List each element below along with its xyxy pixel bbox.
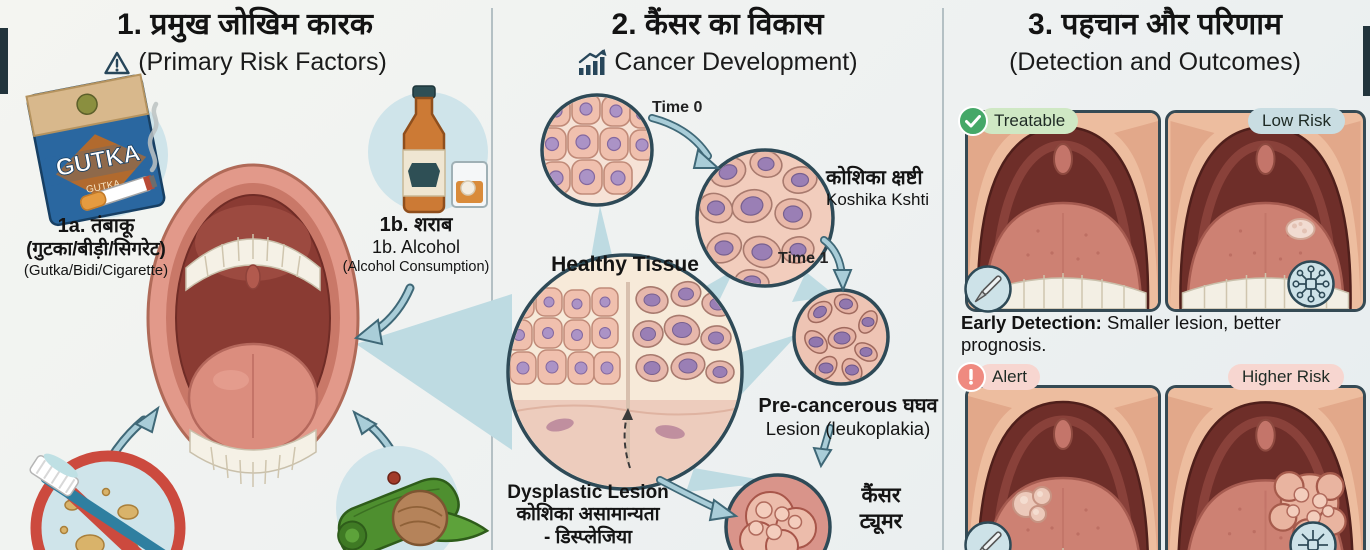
mouth-larger-lesion xyxy=(968,388,1158,550)
badge-higher-risk-label: Higher Risk xyxy=(1228,364,1344,390)
exclamation-icon xyxy=(956,362,986,392)
cigarette-illustration xyxy=(79,174,158,211)
panel1-subtitle: (Primary Risk Factors) xyxy=(0,48,490,77)
right-edge-mark xyxy=(1363,26,1370,96)
panel2-title: 2. कैंसर का विकास xyxy=(611,8,824,41)
cancer-development-illustration xyxy=(506,93,890,550)
panel-divider-2 xyxy=(942,8,944,550)
mouth-illustration xyxy=(146,163,360,487)
tobacco-label-hi: 1a. तंबाकू xyxy=(57,215,135,237)
panel-cancer-development: 2. कैंसर का विकास Cancer Development) xyxy=(490,0,945,550)
mouth-small-lesion xyxy=(1168,113,1363,309)
badge-low-risk: Low Risk xyxy=(1248,108,1345,134)
alcohol-label-en: 1b. Alcohol xyxy=(371,237,461,258)
panel3-subtitle: (Detection and Outcomes) xyxy=(1009,48,1301,76)
alcohol-label-hi: 1b. शराब xyxy=(379,214,453,236)
risk-arrows xyxy=(99,283,415,475)
precancerous-label: Pre-cancerous घघव Lesion (leukoplakia) xyxy=(758,395,938,440)
tobacco-label-hi2: (गुटका/बीड़ी/सिगरेट) xyxy=(26,239,166,261)
tobacco-label-en: (Gutka/Bidi/Cigarette) xyxy=(23,261,169,279)
tobacco-label: 1a. तंबाकू (गुटका/बीड़ी/सिगरेट) (Gutka/B… xyxy=(2,214,190,280)
panel-divider-1 xyxy=(491,8,493,550)
alcohol-label: 1b. शराब 1b. Alcohol (Alcohol Consumptio… xyxy=(336,213,496,277)
time-1-label: Time 1 xyxy=(778,250,829,267)
uvula xyxy=(245,264,261,290)
panel3-title: 3. पहचान और परिणाम xyxy=(1028,8,1282,41)
smoke-wisp xyxy=(147,101,159,173)
network-icon-bottom xyxy=(1288,520,1338,550)
precancerous-cells-circle xyxy=(792,288,890,386)
cell-damage-label: कोशिका क्षष्टी Koshika Kshti xyxy=(826,167,929,210)
tumor-label: कैंसर ट्यूमर xyxy=(859,484,903,534)
panel2-subtitle: Cancer Development) xyxy=(490,48,945,77)
badge-alert: Alert xyxy=(956,362,1040,392)
risk-factors-illustration: GUTKA GUTKA xyxy=(25,73,490,550)
badge-alert-label: Alert xyxy=(977,364,1040,390)
dysplastic-label: Dysplastic Lesion कोशिका असामान्यता - डि… xyxy=(507,482,669,548)
panel-risk-factors: 1. प्रमुख जोखिम कारक (Primary Risk Facto… xyxy=(0,0,490,550)
badge-higher-risk: Higher Risk xyxy=(1228,364,1344,390)
healthy-cells-circle xyxy=(540,93,654,207)
panel1-title: 1. प्रमुख जोखिम कारक xyxy=(117,8,373,41)
tobacco-illustration: GUTKA GUTKA xyxy=(25,73,168,227)
damaged-cells-circle xyxy=(695,148,835,288)
oral-hygiene-illustration xyxy=(29,450,186,550)
growth-chart-icon xyxy=(579,49,607,75)
progression-arrows xyxy=(648,114,853,522)
mouth-card-alert xyxy=(965,385,1161,550)
time-0-label: Time 0 xyxy=(652,99,703,116)
healthy-tissue-label: Healthy Tissue xyxy=(551,253,699,276)
scalpel-icon xyxy=(963,264,1013,319)
badge-treatable: Treatable xyxy=(958,106,1079,136)
panel-detection-outcomes: 3. पहचान और परिणाम (Detection and Outcom… xyxy=(940,0,1370,550)
betel-leaf-illustration xyxy=(336,446,490,550)
warning-triangle-icon xyxy=(104,51,130,74)
early-detection-caption: Early Detection: Smaller lesion, better … xyxy=(961,312,1281,355)
left-edge-mark xyxy=(0,28,8,94)
badge-treatable-label: Treatable xyxy=(979,108,1079,134)
healthy-tissue-circle xyxy=(506,253,744,491)
alcohol-illustration xyxy=(368,85,488,214)
network-icon xyxy=(1286,259,1336,314)
scalpel-icon-bottom xyxy=(963,520,1013,550)
alcohol-label-en2: (Alcohol Consumption) xyxy=(342,259,490,276)
tumor-circle xyxy=(724,473,832,550)
badge-low-risk-label: Low Risk xyxy=(1248,108,1345,134)
check-icon xyxy=(958,106,988,136)
